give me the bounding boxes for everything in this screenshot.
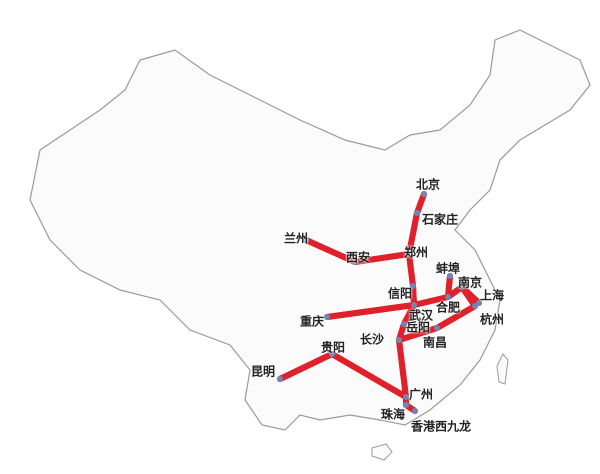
city-label-chongqing: 重庆	[299, 314, 325, 329]
city-label-nanjing: 南京	[457, 275, 483, 290]
city-label-guangzhou: 广州	[408, 387, 434, 402]
station-node-changsha	[396, 337, 402, 343]
station-node-bengbu	[447, 273, 453, 279]
rail-line-3	[445, 273, 453, 300]
station-node-kunming	[277, 376, 283, 382]
station-node-xinyang	[410, 283, 416, 289]
city-label-xinyang: 信阳	[387, 286, 413, 301]
station-node-chongqing	[324, 314, 330, 320]
station-node-shijiazhuang	[414, 210, 420, 216]
city-label-nanchang: 南昌	[422, 335, 448, 350]
station-node-hefei	[445, 294, 451, 300]
city-label-shanghai: 上海	[479, 288, 505, 303]
city-label-guiyang: 贵阳	[320, 340, 346, 355]
rail-line-4	[396, 284, 478, 343]
city-label-kunming: 昆明	[250, 364, 276, 379]
taiwan-island	[496, 353, 509, 385]
station-node-yueyang	[401, 321, 407, 327]
rail-line-0	[396, 191, 427, 414]
station-node-xian	[352, 259, 358, 265]
city-label-bengbu: 蚌埠	[435, 261, 461, 276]
city-label-xian: 西安	[345, 250, 371, 265]
city-label-zhuhai: 珠海	[380, 407, 406, 422]
station-node-zhengzhou	[406, 251, 412, 257]
city-label-hefei: 合肥	[435, 300, 461, 315]
station-node-guangzhou	[403, 394, 409, 400]
city-label-yueyang: 岳阳	[405, 320, 431, 335]
station-node-nanjing	[459, 284, 465, 290]
city-label-beijing: 北京	[415, 177, 441, 192]
city-label-wuhan: 武汉	[408, 308, 434, 323]
hainan-island	[371, 443, 393, 461]
china-border	[29, 29, 591, 431]
station-node-hangzhou	[472, 303, 478, 309]
station-node-lanzhou	[303, 237, 309, 243]
city-label-lanzhou: 兰州	[283, 231, 309, 246]
city-label-hongkong: 香港西九龙	[410, 419, 472, 434]
station-node-guiyang	[329, 351, 335, 357]
station-node-hongkong	[412, 408, 418, 414]
station-node-wuhan	[411, 302, 417, 308]
station-node-zhuhai	[403, 402, 409, 408]
city-label-hangzhou: 杭州	[479, 312, 505, 327]
city-label-changsha: 长沙	[359, 332, 385, 347]
city-label-shijiazhuang: 石家庄	[421, 212, 459, 227]
station-node-beijing	[421, 191, 427, 197]
city-label-zhengzhou: 郑州	[403, 245, 429, 260]
station-node-nanchang	[434, 325, 440, 331]
